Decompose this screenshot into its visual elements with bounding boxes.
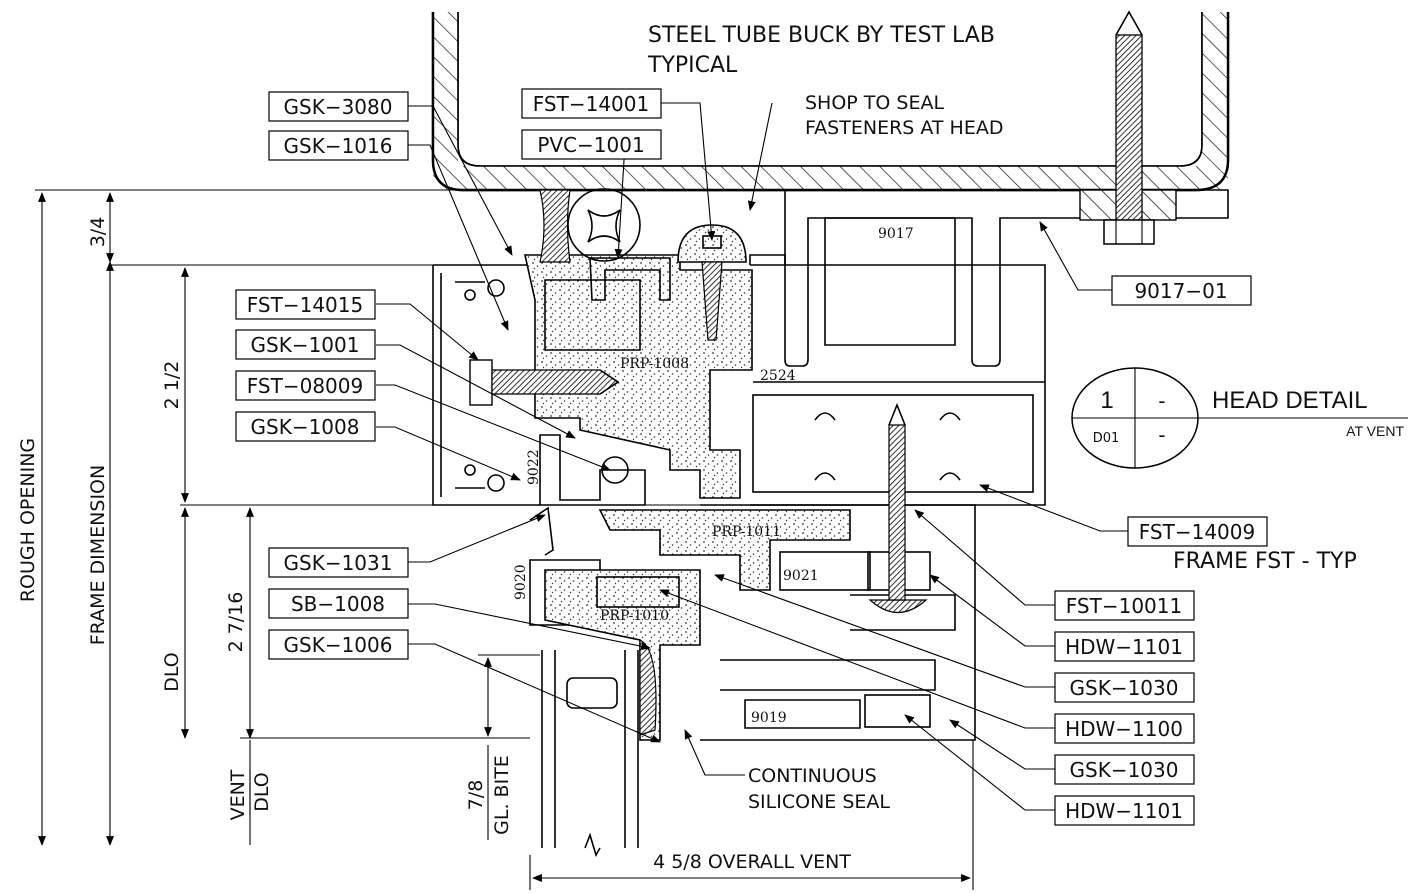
part-9021: 9021 <box>783 568 819 584</box>
tag-hdw-1101-b: HDW−1101 <box>1054 795 1195 826</box>
tag-hdw-1101-b-text: HDW−1101 <box>1065 799 1183 823</box>
dim-gl-bite: GL. BITE <box>491 755 513 835</box>
thermal-prp-1008 <box>524 254 753 499</box>
dim-vent: VENT <box>227 769 249 820</box>
tag-fst-14015: FST−14015 <box>235 289 376 320</box>
tag-pvc-1001-text: PVC−1001 <box>537 133 644 157</box>
pvc-spline <box>589 257 671 301</box>
tag-fst-14001: FST−14001 <box>521 88 662 119</box>
tag-fst-08009: FST−08009 <box>235 370 376 401</box>
tag-gsk-1001: GSK−1001 <box>235 329 376 360</box>
tag-gsk-3080: GSK−3080 <box>268 91 409 122</box>
tag-hdw-1101-a-text: HDW−1101 <box>1065 635 1183 659</box>
steel-tube-buck <box>431 12 1230 192</box>
tag-gsk-1016-text: GSK−1016 <box>284 134 393 158</box>
part-9022: 9022 <box>526 449 542 485</box>
part-prp-1008: PRP-1008 <box>620 356 689 372</box>
anchor-screw <box>469 359 620 406</box>
tag-fst-10011-text: FST−10011 <box>1066 594 1182 618</box>
detail-subtitle: AT VENT <box>1346 423 1404 439</box>
tag-fst-14001-text: FST−14001 <box>533 92 649 116</box>
tag-fst-08009-text: FST−08009 <box>247 374 363 398</box>
vent-sash-9020 <box>529 506 701 741</box>
thermal-prp-1011 <box>598 509 851 591</box>
tag-9017-01: 9017−01 <box>1111 275 1252 306</box>
frame-gaskets <box>455 279 505 492</box>
dim-dlo: DLO <box>161 652 183 692</box>
tag-sb-1008: SB−1008 <box>268 588 409 619</box>
dim-7-8: 7/8 <box>465 780 487 811</box>
tag-gsk-1030-a-text: GSK−1030 <box>1070 676 1179 700</box>
tag-gsk-1006: GSK−1006 <box>268 629 409 660</box>
vent-frame <box>700 504 976 741</box>
detail-dash-top: - <box>1158 389 1165 413</box>
frame-fst-note: FRAME FST - TYP <box>1173 549 1357 574</box>
dim-3-4: 3/4 <box>87 217 109 248</box>
tag-gsk-3080-text: GSK−3080 <box>284 95 393 119</box>
tag-fst-14009: FST−14009 <box>1127 516 1268 547</box>
backer-rod-sealant <box>539 188 641 263</box>
dim-vent-dlo: DLO <box>251 772 273 812</box>
head-seal-fastener <box>677 224 747 341</box>
header-note-line2: TYPICAL <box>647 53 738 78</box>
detail-title: HEAD DETAIL <box>1212 387 1368 414</box>
tag-gsk-1008: GSK−1008 <box>235 411 376 442</box>
silicone-note-line2: SILICONE SEAL <box>748 791 890 813</box>
detail-sheet: D01 <box>1093 431 1120 446</box>
tag-sb-1008-text: SB−1008 <box>291 592 385 616</box>
part-prp-1010: PRP-1010 <box>600 608 669 624</box>
seal-note-line1: SHOP TO SEAL <box>805 92 944 114</box>
dim-frame-dimension: FRAME DIMENSION <box>87 465 109 645</box>
tag-fst-14015-text: FST−14015 <box>247 293 363 317</box>
frame-screw <box>888 402 906 601</box>
part-prp-1011: PRP-1011 <box>712 524 781 540</box>
tag-gsk-1031: GSK−1031 <box>268 547 409 578</box>
part-9019: 9019 <box>751 710 787 726</box>
tag-pvc-1001: PVC−1001 <box>521 129 662 160</box>
leader-lines <box>376 102 1128 811</box>
tag-9017-01-text: 9017−01 <box>1134 279 1227 303</box>
dim-overall-vent: 4 5/8 OVERALL VENT <box>653 851 851 873</box>
header-note-line1: STEEL TUBE BUCK BY TEST LAB <box>648 23 995 48</box>
tag-gsk-1030-b-text: GSK−1030 <box>1070 758 1179 782</box>
tag-gsk-1031-text: GSK−1031 <box>284 551 393 575</box>
detail-bubble: 1 - D01 - HEAD DETAIL AT VENT <box>1071 367 1408 469</box>
tag-fst-14009-text: FST−14009 <box>1139 520 1255 544</box>
dim-2-1-2: 2 1/2 <box>161 361 183 410</box>
tag-gsk-1016: GSK−1016 <box>268 130 409 161</box>
dim-2-7-16: 2 7/16 <box>225 592 247 653</box>
tag-hdw-1101-a: HDW−1101 <box>1054 631 1195 662</box>
tag-hdw-1100: HDW−1100 <box>1054 713 1195 744</box>
tag-gsk-1008-text: GSK−1008 <box>251 415 360 439</box>
part-9020: 9020 <box>513 564 529 600</box>
glass-unit <box>541 639 657 858</box>
dimension-lines <box>38 192 974 890</box>
dim-rough-opening: ROUGH OPENING <box>17 438 39 602</box>
silicone-note-line1: CONTINUOUS <box>748 765 877 787</box>
tag-gsk-1030-b: GSK−1030 <box>1054 754 1195 785</box>
detail-number: 1 <box>1100 387 1113 414</box>
part-9017: 9017 <box>878 226 914 242</box>
tag-gsk-1030-a: GSK−1030 <box>1054 672 1195 703</box>
tag-gsk-1001-text: GSK−1001 <box>251 333 360 357</box>
seal-note-line2: FASTENERS AT HEAD <box>805 117 1003 139</box>
glazing-stop-9022 <box>539 434 646 506</box>
tag-gsk-1006-text: GSK−1006 <box>284 633 393 657</box>
tag-hdw-1100-text: HDW−1100 <box>1065 717 1183 741</box>
head-fastener-bolt <box>1079 10 1177 245</box>
part-2524: 2524 <box>760 368 796 384</box>
receptor-9017 <box>784 189 1229 367</box>
tag-fst-10011: FST−10011 <box>1054 590 1195 621</box>
detail-dash-bottom: - <box>1158 423 1165 447</box>
